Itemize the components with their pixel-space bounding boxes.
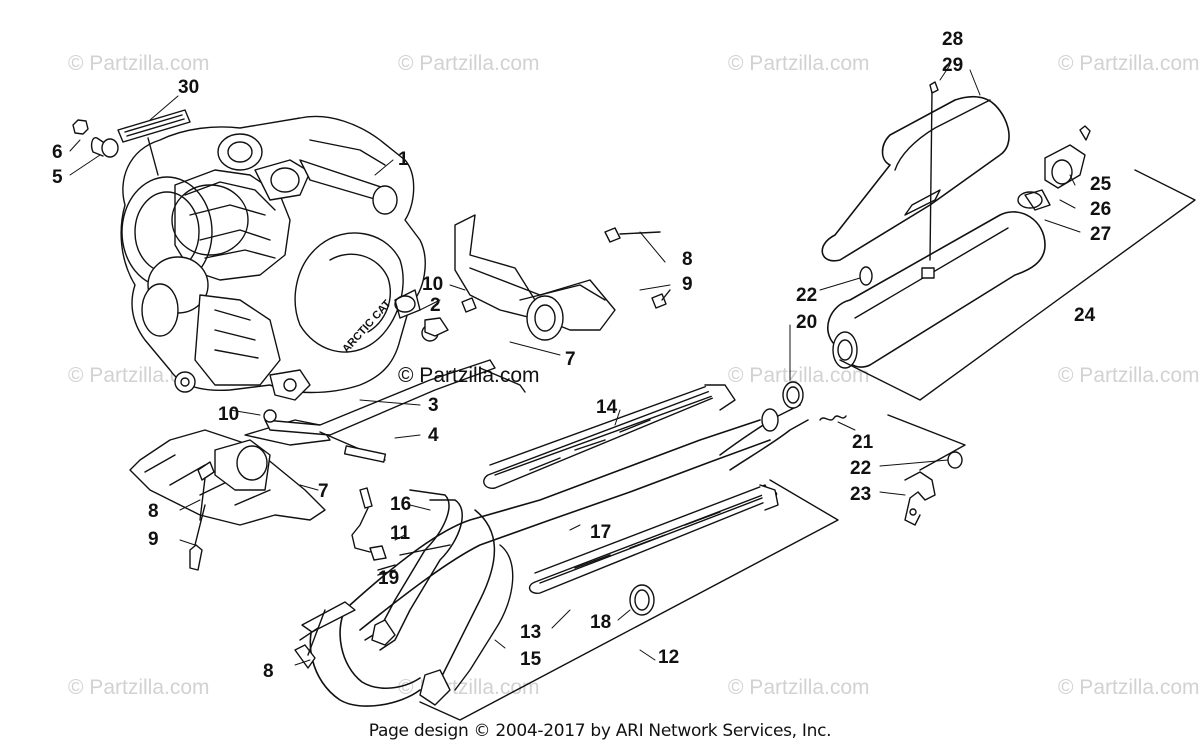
callout-1[interactable]: 1: [398, 149, 409, 170]
callout-17[interactable]: 17: [590, 522, 612, 543]
callout-10[interactable]: 10: [218, 404, 240, 425]
callout-11[interactable]: 11: [390, 523, 411, 544]
assembly-bracket-12: [419, 479, 839, 721]
callout-20[interactable]: 20: [796, 312, 818, 333]
nut-spacer: [72, 119, 119, 158]
callout-8[interactable]: 8: [148, 501, 159, 522]
watermark: © Partzilla.com: [728, 52, 870, 75]
watermark: © Partzilla.com: [398, 52, 540, 75]
watermark: © Partzilla.com: [68, 52, 210, 75]
heat-shield-13: [528, 484, 779, 594]
callout-27[interactable]: 27: [1090, 224, 1112, 245]
page-footer: Page design © 2004-2017 by ARI Network S…: [368, 721, 832, 741]
callout-14[interactable]: 14: [596, 397, 618, 418]
callout-4[interactable]: 4: [428, 425, 439, 446]
callout-9[interactable]: 9: [682, 274, 693, 295]
callout-2[interactable]: 2: [430, 295, 441, 316]
watermark: © Partzilla.com: [728, 364, 870, 387]
callout-16[interactable]: 16: [390, 494, 412, 515]
callout-5[interactable]: 5: [52, 167, 63, 188]
callout-7[interactable]: 7: [565, 349, 576, 370]
center-watermark: © Partzilla.com: [398, 364, 540, 387]
watermark: © Partzilla.com: [1058, 52, 1200, 75]
callout-7[interactable]: 7: [318, 481, 329, 502]
callout-18[interactable]: 18: [590, 612, 612, 633]
callout-22[interactable]: 22: [796, 285, 818, 306]
watermark: © Partzilla.com: [1058, 676, 1200, 699]
head-pipe-assembly: [294, 419, 771, 707]
upper-bracket: [424, 214, 671, 393]
watermark: © Partzilla.com: [68, 676, 210, 699]
o2-sensor: [351, 487, 451, 576]
callout-3[interactable]: 3: [428, 395, 439, 416]
callout-26[interactable]: 26: [1090, 199, 1112, 220]
engine-assembly: ARCTIC CAT: [120, 115, 426, 401]
muffler-heat-shield: [821, 81, 1010, 279]
watermark: © Partzilla.com: [728, 676, 870, 699]
watermark: © Partzilla.com: [1058, 364, 1200, 387]
muffler-assembly: [826, 125, 1091, 369]
callout-19[interactable]: 19: [378, 568, 400, 589]
heat-shield-14: [483, 384, 736, 489]
assembly-bracket-24: [839, 169, 1196, 401]
leader-lines: [69, 64, 1081, 666]
gasket-ring: [782, 381, 804, 409]
callout-15[interactable]: 15: [520, 649, 542, 670]
link-rod: [263, 324, 496, 463]
callout-12[interactable]: 12: [658, 647, 680, 668]
connector-pipe: [719, 404, 809, 471]
assembly-bracket-21: [887, 414, 966, 471]
callout-6[interactable]: 6: [52, 142, 63, 163]
decal-plate: [117, 109, 191, 176]
callout-29[interactable]: 29: [942, 55, 964, 76]
callout-8[interactable]: 8: [263, 661, 274, 682]
callout-23[interactable]: 23: [850, 484, 872, 505]
callout-30[interactable]: 30: [178, 77, 200, 98]
callout-10[interactable]: 10: [422, 274, 444, 295]
left-bracket-plate: [129, 419, 331, 571]
callout-21[interactable]: 21: [852, 432, 874, 453]
callout-28[interactable]: 28: [942, 29, 964, 50]
callout-25[interactable]: 25: [1090, 174, 1112, 195]
callout-13[interactable]: 13: [520, 622, 542, 643]
callout-9[interactable]: 9: [148, 529, 159, 550]
callout-22[interactable]: 22: [850, 458, 872, 479]
callout-24[interactable]: 24: [1074, 305, 1096, 326]
callout-8[interactable]: 8: [682, 249, 693, 270]
spring-icon: [819, 415, 847, 421]
hose-clamp: [629, 584, 655, 616]
